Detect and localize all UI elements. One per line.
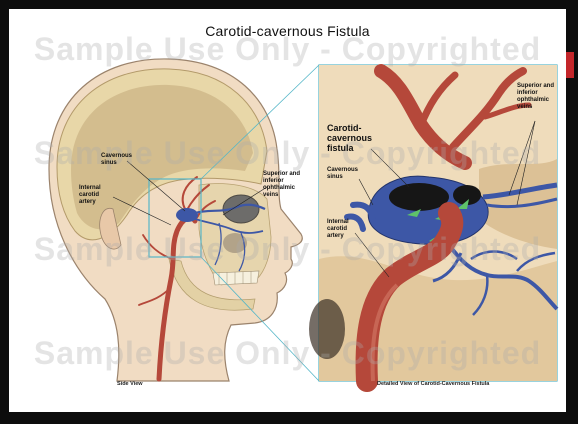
label-internal-carotid-artery-left: Internal carotid artery [79, 185, 113, 206]
label-internal-carotid-artery-right: Internal carotid artery [327, 219, 363, 240]
medical-illustration [9, 9, 566, 412]
illustration-page: Carotid-cavernous Fistula Sample Use Onl… [9, 9, 566, 412]
accent-bar [566, 52, 574, 78]
caption-detailed-view: Detailed View of Carotid-Cavernous Fistu… [377, 381, 489, 387]
label-ophthalmic-veins-right: Superior and inferior ophthalmic veins [517, 83, 557, 111]
label-cavernous-sinus-left: Cavernous sinus [101, 153, 141, 167]
label-ophthalmic-veins-left: Superior and inferior ophthalmic veins [263, 171, 309, 199]
label-cavernous-sinus-right: Cavernous sinus [327, 167, 365, 181]
caption-side-view: Side View [117, 381, 143, 387]
head-side-view [49, 59, 319, 381]
label-carotid-cavernous-fistula: Carotid-cavernous fistula [327, 123, 387, 153]
illustration-title: Carotid-cavernous Fistula [9, 23, 566, 39]
